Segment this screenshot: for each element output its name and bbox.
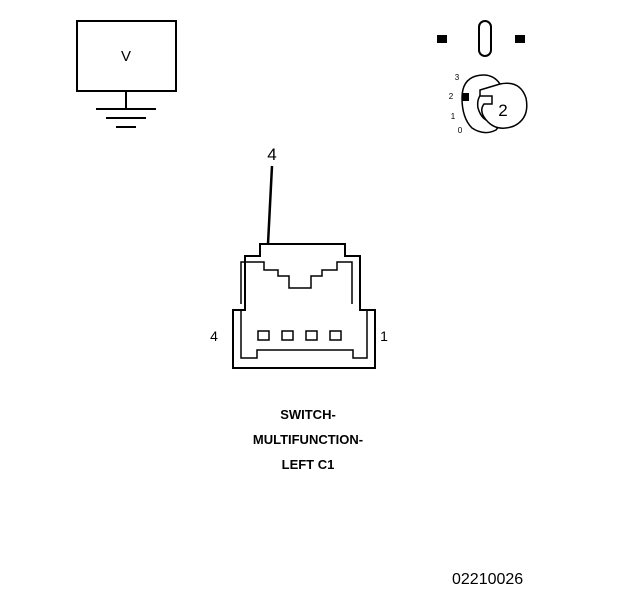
connector-pin-1 bbox=[329, 330, 342, 341]
connector-pin-4 bbox=[257, 330, 270, 341]
connector-pin-3 bbox=[281, 330, 294, 341]
connector-title: SWITCH- MULTIFUNCTION- LEFT C1 bbox=[208, 402, 408, 477]
connector-pin-2 bbox=[305, 330, 318, 341]
switch-selected-position: 2 bbox=[498, 101, 507, 120]
voltmeter-label: V bbox=[121, 48, 131, 65]
voltmeter-box bbox=[76, 20, 177, 92]
test-probe-icon bbox=[437, 20, 525, 57]
ground-icon bbox=[96, 91, 156, 128]
connector-face bbox=[232, 243, 376, 369]
switch-position-label: 0 bbox=[458, 126, 463, 135]
switch-position-label: 3 bbox=[455, 73, 460, 82]
connector-title-line: MULTIFUNCTION- bbox=[252, 432, 364, 447]
switch-position-marker bbox=[462, 93, 469, 101]
voltmeter-symbol: V bbox=[76, 20, 177, 128]
switch-position-label: 2 bbox=[449, 92, 454, 101]
connector-pin-left-label: 4 bbox=[210, 328, 218, 344]
figure-id: 02210026 bbox=[452, 571, 524, 588]
connector-title-line: SWITCH- bbox=[280, 407, 336, 422]
pointer-pin-label: 4 bbox=[267, 145, 276, 164]
rotary-switch-icon: 2 3 2 1 0 bbox=[449, 73, 528, 135]
connector-title-line: LEFT C1 bbox=[281, 457, 335, 472]
connector-pin-right-label: 1 bbox=[380, 328, 388, 344]
switch-position-label: 1 bbox=[451, 112, 456, 121]
